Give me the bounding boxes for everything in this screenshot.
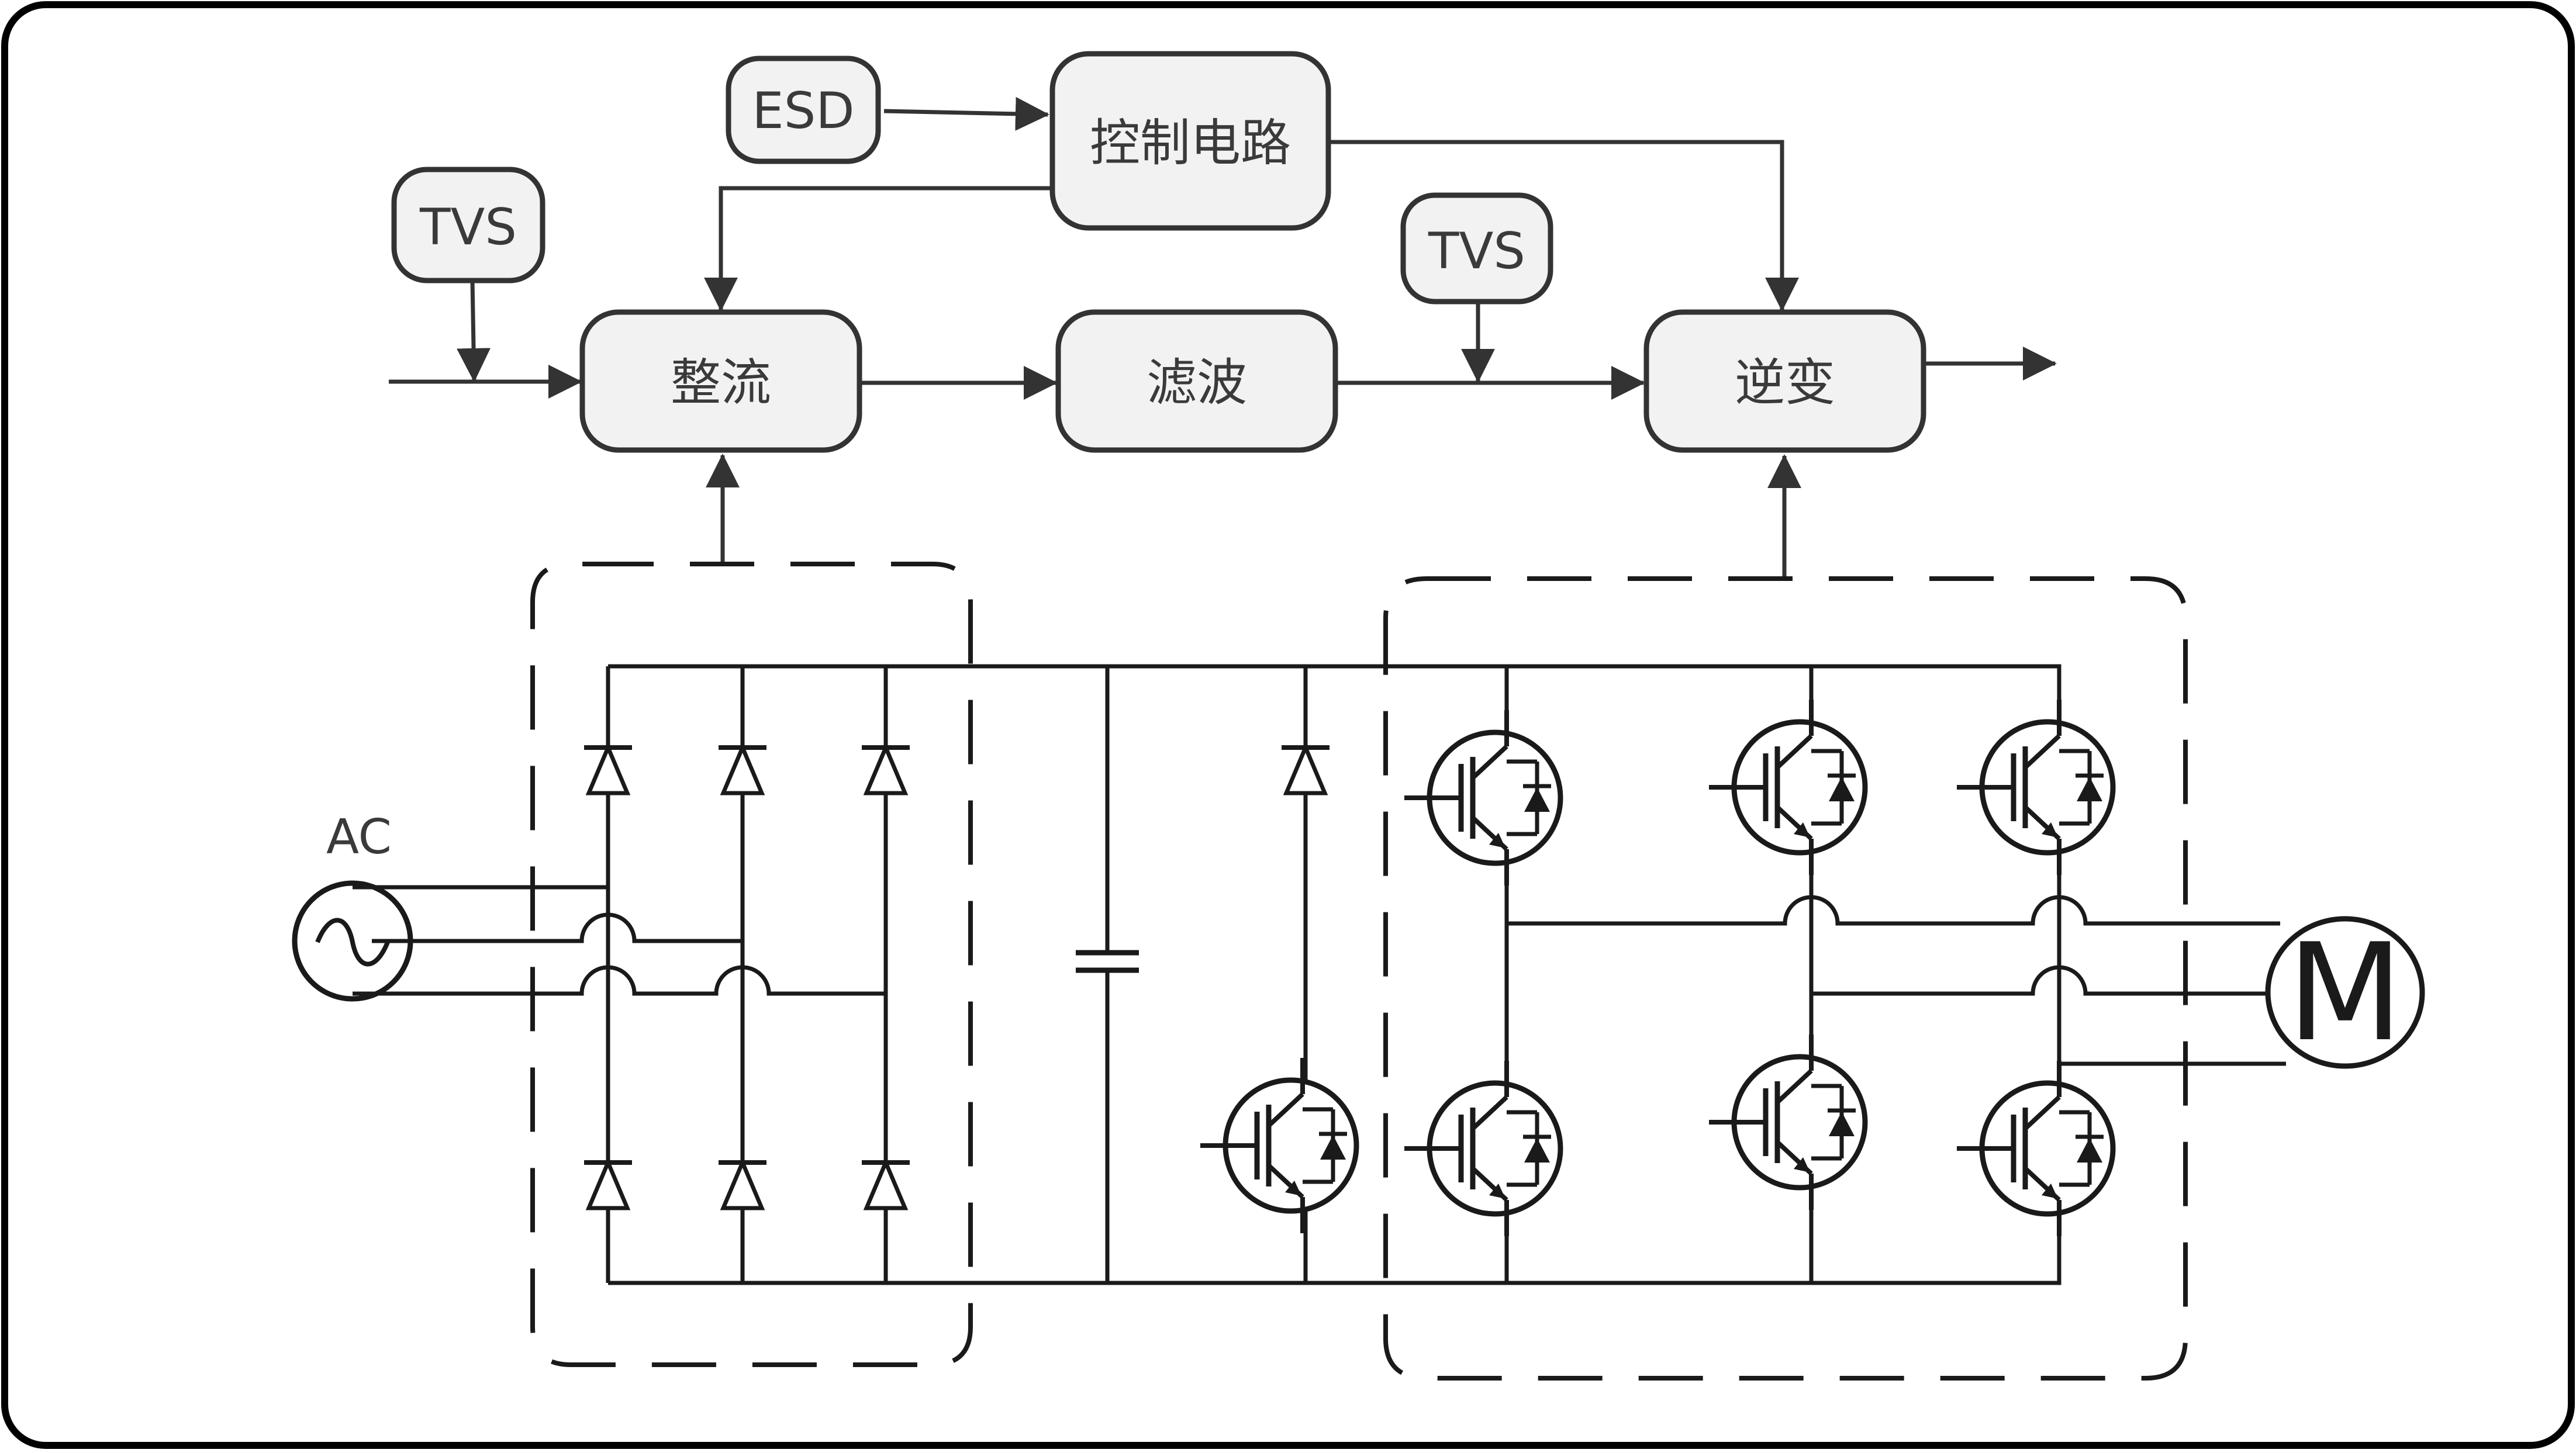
control-circuit-label: 控制电路 xyxy=(1090,114,1291,172)
tvs-dc-tag: TVS xyxy=(1400,192,1553,305)
esd-tag: ESD xyxy=(726,56,881,164)
rectifier-dashed-region xyxy=(530,562,973,1367)
circuit-schematic: AC xyxy=(292,562,2425,1381)
ac-label: AC xyxy=(326,809,392,865)
tvs-input-label: TVS xyxy=(419,198,517,257)
control-to-inverter-arrow xyxy=(1328,140,1799,312)
rectifier-label: 整流 xyxy=(671,354,771,412)
tvs-dc-label: TVS xyxy=(1428,222,1525,281)
rectifier-block: 整流 xyxy=(579,309,862,453)
motor-icon xyxy=(2265,916,2425,1069)
control-to-rectifier-arrow xyxy=(704,186,1051,312)
filter-label: 滤波 xyxy=(1147,354,1247,412)
dc-link-capacitor xyxy=(1076,666,1139,1283)
filter-block: 滤波 xyxy=(1055,309,1338,453)
sine-wave-icon xyxy=(315,918,390,967)
inverter-block: 逆变 xyxy=(1643,309,1926,453)
control-circuit-block: 控制电路 xyxy=(1049,51,1331,231)
motor-label: M xyxy=(2287,915,2403,1071)
inverter-label: 逆变 xyxy=(1735,354,1835,412)
brake-chopper xyxy=(1200,666,1356,1283)
block-diagram: ESD TVS TVS 控制电路 整流 滤波 逆变 xyxy=(389,51,2057,579)
inverter-dashed-region xyxy=(1383,576,2188,1381)
motor: M xyxy=(2265,915,2425,1071)
dc-negative-rail xyxy=(608,1245,2062,1285)
esd-to-control-arrow xyxy=(883,96,1049,131)
tvs-input-arrow xyxy=(457,280,491,382)
tvs-input-tag: TVS xyxy=(391,167,545,283)
esd-label: ESD xyxy=(752,82,854,140)
